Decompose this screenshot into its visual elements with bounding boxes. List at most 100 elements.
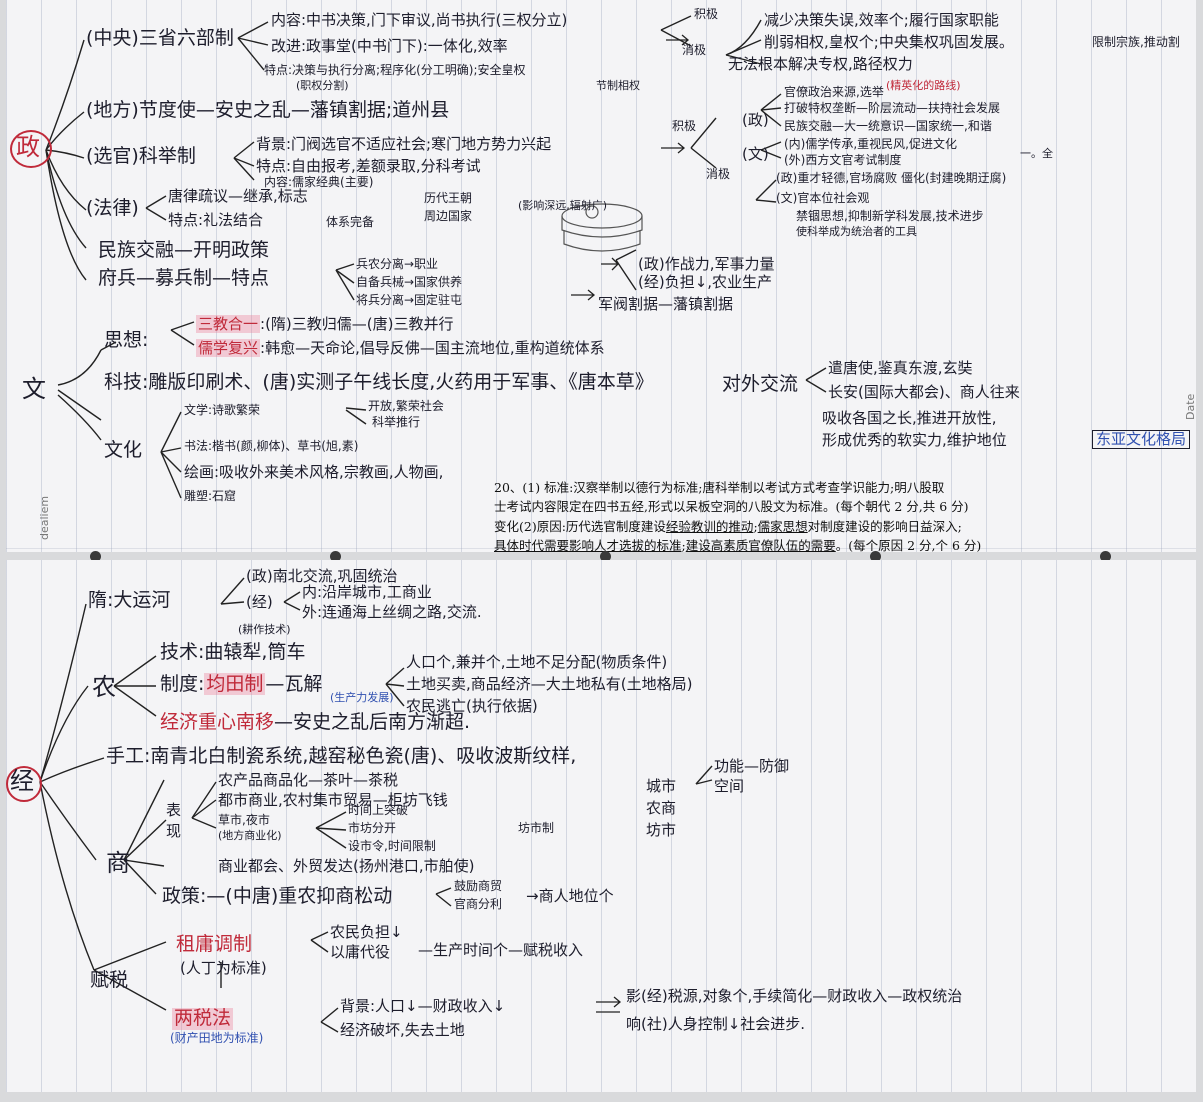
label-xiaoji2: 消极	[706, 167, 731, 181]
node-cs-5: 坊市	[646, 821, 677, 839]
node-sui: 隋:大运河	[88, 589, 171, 611]
node-ls-4: 响(社)人身控制↓社会进步.	[626, 1015, 806, 1033]
node-fb-1: 兵农分离→职业	[356, 257, 439, 271]
node-falv-1b: 历代王朝	[424, 191, 473, 205]
node-zuyong: 租庸调制	[176, 933, 253, 955]
node-falv-2: 特点:礼法结合	[168, 211, 264, 229]
node-tedian: 特点:决策与执行分离;程序化(分工明确);安全皇权	[264, 63, 526, 77]
node-kj-2: 打破特权垄断—阶层流动—扶持社会发展	[784, 101, 1001, 115]
label-xiaoji: 消极	[682, 43, 707, 57]
label-kj-zheng: (政)	[742, 111, 769, 129]
node-kj-1: 官僚政治来源,选举	[784, 85, 884, 99]
node-sanjiao-row: 三教合一:(隋)三教归儒—(唐)三教并行	[196, 315, 454, 333]
red-circle-zheng	[10, 130, 52, 168]
node-bx-4: 时间上突破	[348, 803, 409, 817]
node-shougong: 手工:南青北白制瓷系统,越窑秘色瓷(唐)、吸收波斯纹样,	[106, 745, 577, 767]
node-eff-c: 无法根本解决专权,路径权力	[728, 55, 913, 73]
branch-shang: 商	[106, 849, 130, 877]
branch-jing: 经	[10, 767, 34, 795]
notebook-page-bottom: 经 隋:大运河 (政)南北交流,巩固统治 (经) 内:沿岸城市,工商业 外:连通…	[6, 560, 1196, 1092]
node-bx-6: 设市令,时间限制	[348, 839, 436, 853]
branch-wen: 文	[22, 375, 46, 403]
printed-3c: ;	[753, 518, 758, 534]
node-neirong: 内容:中书决策,门下审议,尚书执行(三权分立)	[271, 11, 568, 29]
node-ls-3: 影(经)税源,对象个,手续简化—财政收入—政权统治	[626, 987, 963, 1005]
node-kj-6: (政)重才轻德,官场腐败 僵化(封建晚期迂腐)	[776, 171, 1007, 185]
printed-line-4: 具体时代需要影响人才选拔的标准;建设高素质官僚队伍的需要。(每个原因 2 分,个…	[494, 536, 1184, 552]
node-zuyong-b: (人丁为标准)	[180, 959, 267, 977]
node-kj-8: 禁锢思想,抑制新学科发展,技术进步	[796, 209, 984, 223]
node-zhengce: 政策:—(中唐)重农抑商松动	[162, 885, 393, 907]
binder-ring	[330, 551, 341, 562]
label-jiji: 积极	[694, 7, 719, 21]
node-ls-2: 经济破坏,失去土地	[340, 1021, 465, 1039]
node-dw-2: 长安(国际大都会)、商人往来	[828, 383, 1020, 401]
printed-line-3: 变化(2)原因:历代选官制度建设经验教训的推动;儒家思想对制度建设的影响日益深入…	[494, 517, 1184, 536]
node-dw-4: 形成优秀的软实力,维护地位	[822, 431, 1007, 449]
printed-3d: 儒家思想	[757, 518, 808, 534]
node-kj-3: 民族交融—大一统意识—国家统一,和谐	[784, 119, 992, 133]
node-wx: 文学:诗歌繁荣	[184, 403, 261, 417]
node-sf: 书法:楷书(颜,柳体)、草书(旭,素)	[184, 439, 359, 453]
node-cs-3: 空间	[714, 777, 745, 795]
red-circle-jing	[6, 766, 42, 802]
notebook-page-top: 政 (中央)三省六部制 内容:中书决策,门下审议,尚书执行(三权分立) 改进:政…	[6, 0, 1196, 552]
node-bx-3: 草市,夜市	[218, 813, 270, 827]
node-neirong-kj: 内容:儒家经典(主要)	[264, 175, 374, 189]
node-zy-3: —生产时间个—赋税收入	[418, 941, 584, 959]
node-difang: (地方)节度使—安史之乱—藩镇割据;道州县	[86, 99, 450, 121]
node-zd-3: 农民逃亡(执行依据)	[406, 697, 538, 715]
node-tedian-sub2: 节制相权	[596, 79, 640, 92]
node-falv: (法律)	[86, 197, 139, 219]
node-ruxue-row: 儒学复兴:韩愈—天命论,倡导反佛—国主流地位,重构道统体系	[196, 339, 605, 357]
node-zd-1: 人口个,兼并个,土地不足分配(物质条件)	[406, 653, 668, 671]
label-jiji2: 积极	[672, 119, 697, 133]
node-fb-4: (政)作战力,军事力量	[638, 255, 775, 273]
node-fb-3: 将兵分离→固定驻屯	[356, 293, 463, 307]
node-eff-a: 减少决策失误,效率个;履行国家职能	[764, 11, 999, 29]
node-bx-7: 坊市制	[518, 821, 555, 835]
printed-line-2: 士考试内容限定在四书五经,形式以呆板空洞的八股文为标准。(每个朝代 2 分,共 …	[494, 499, 969, 515]
node-eff-b: 削弱相权,皇权个;中央集权巩固发展。	[764, 33, 1014, 51]
node-sui-2: (经)	[246, 593, 273, 611]
node-xuanguan: (选官)科举制	[86, 145, 196, 167]
node-dw-5: 东亚文化格局	[1092, 430, 1191, 450]
printed-4a: 具体时代需要影响人才选拔的标准	[494, 538, 682, 552]
side-label-left: dealiem	[38, 495, 51, 540]
node-bx-5: 市坊分开	[348, 821, 397, 835]
node-kj-5: (外)西方文官考试制度	[784, 153, 902, 167]
printed-4d: 。(每个原因 2 分,个 6 分)	[835, 538, 982, 552]
node-sanjiao-text: :(隋)三教归儒—(唐)三教并行	[260, 315, 454, 333]
node-jingji: 经济重心南移	[160, 711, 275, 733]
node-kj-4: (内)儒学传承,重视民风,促进文化	[784, 137, 957, 151]
node-dw-1: 遣唐使,鉴真东渡,玄奘	[828, 359, 973, 377]
node-zd-2: 土地买卖,商品经济—大土地私有(土地格局)	[406, 675, 693, 693]
node-ds: 雕塑:石窟	[184, 489, 237, 503]
node-dw-3: 吸收各国之长,推进开放性,	[822, 409, 997, 427]
node-cs-1: 城市	[646, 777, 677, 795]
node-zhidu-2: —瓦解	[265, 673, 323, 695]
node-ls-1: 背景:人口↓—财政收入↓	[340, 997, 506, 1015]
node-liangshui-b: (财产田地为标准)	[170, 1031, 264, 1045]
node-jishu-pre: (耕作技术)	[238, 623, 291, 636]
node-bx-3b: (地方商业化)	[218, 829, 282, 842]
node-wenhua: 文化	[104, 439, 143, 461]
node-fushui: 赋税	[90, 969, 129, 991]
node-hh: 绘画:吸收外来美术风格,宗教画,人物画,	[184, 463, 444, 481]
printed-4b: ;	[681, 538, 686, 552]
node-bx-1: 农产品商品化—茶叶—茶税	[218, 771, 399, 789]
node-falv-1d: (影响深远,辐射广)	[518, 199, 608, 212]
node-falv-2b: 体系完备	[326, 215, 375, 229]
node-sui-3: 内:沿岸城市,工商业	[302, 583, 432, 601]
node-jingji-2: —安史之乱后南方渐超.	[274, 711, 471, 733]
branch-nong: 农	[92, 673, 116, 701]
node-kj-1b: (精英化的路线)	[886, 79, 961, 92]
node-kj-9: 使科举成为统治者的工具	[796, 225, 917, 238]
node-eff-b2: 限制宗族,推动割	[1092, 35, 1180, 49]
node-bx-8: 商业都会、外贸发达(扬州港口,市舶使)	[218, 857, 475, 875]
node-bx-2: 都市商业,农村集市贸易—柜坊飞钱	[218, 791, 448, 809]
node-sixiang: 思想:	[104, 329, 149, 351]
node-wx-2: 科举推行	[372, 415, 421, 429]
printed-4c: 建设高素质官僚队伍的需要	[685, 538, 836, 552]
node-liangshui: 两税法	[172, 1007, 234, 1030]
